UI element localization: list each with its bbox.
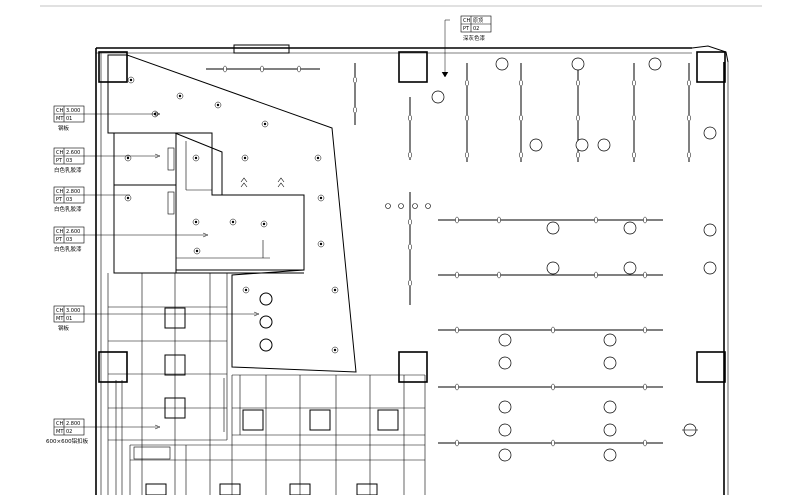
tag-value: 03 — [66, 237, 72, 243]
tag-l5: CH 3.000 MT 01 钢板 — [53, 305, 85, 332]
tag-label: CH — [56, 308, 63, 314]
tag-l3: CH 2.800 PT 03 白色乳胶漆 — [53, 186, 85, 213]
tag-value: 2.600 — [66, 229, 80, 235]
tag-label: CH — [56, 108, 63, 114]
window-frame — [233, 44, 290, 54]
column — [98, 51, 128, 83]
tag-top: CH 原顶 PT 02 深灰色漆 — [460, 15, 492, 42]
tag-note: 钢板 — [58, 324, 70, 332]
tag-label: CH — [56, 189, 63, 195]
tag-l6: CH 2.800 MT 02 600×600铝扣板 — [46, 418, 89, 445]
tag-label: CH — [56, 150, 63, 156]
tag-value: 02 — [66, 429, 72, 435]
tile-ceiling-grid — [107, 273, 426, 495]
column — [696, 351, 726, 383]
tag-label: CH — [56, 421, 63, 427]
inner-rooms — [113, 132, 305, 274]
tag-label: CH — [463, 18, 470, 24]
tag-note: 600×600铝扣板 — [46, 437, 89, 445]
tag-note: 钢板 — [58, 124, 70, 132]
tag-value: 02 — [473, 26, 479, 32]
column — [98, 351, 128, 383]
tag-label: CH — [56, 229, 63, 235]
tag-note: 白色乳胶漆 — [54, 245, 82, 253]
hatched-spotlights — [124, 76, 339, 354]
leader-lines — [84, 19, 450, 430]
outer-wall — [95, 44, 729, 495]
tag-label: MT — [56, 116, 64, 122]
tag-note: 白色乳胶漆 — [54, 166, 82, 174]
tag-value: 2.800 — [66, 421, 80, 427]
tag-value: 01 — [66, 116, 72, 122]
tag-value: 2.800 — [66, 189, 80, 195]
tag-label: PT — [56, 237, 63, 243]
tag-l1: CH 3.000 MT 01 钢板 — [53, 105, 85, 132]
tag-value: 原顶 — [473, 18, 483, 24]
tag-label: PT — [56, 158, 63, 164]
small-spot-row — [385, 203, 698, 431]
tag-label: MT — [56, 429, 64, 435]
column — [696, 51, 726, 83]
tag-label: PT — [56, 197, 63, 203]
tag-value: 01 — [66, 316, 72, 322]
tag-value: 3.000 — [66, 108, 80, 114]
tag-value: 2.600 — [66, 150, 80, 156]
tag-value: 03 — [66, 197, 72, 203]
column — [398, 351, 428, 383]
tag-note: 深灰色漆 — [463, 34, 486, 42]
tag-label: MT — [56, 316, 64, 322]
track-lights — [206, 63, 691, 447]
tag-value: 3.000 — [66, 308, 80, 314]
pendant-lights — [431, 57, 717, 462]
tag-label: PT — [463, 26, 470, 32]
tag-l2: CH 2.600 PT 03 白色乳胶漆 — [53, 147, 85, 174]
steel-ceiling-zone — [107, 54, 357, 373]
tag-l4: CH 2.600 PT 03 白色乳胶漆 — [53, 226, 85, 253]
tag-note: 白色乳胶漆 — [54, 205, 82, 213]
column — [398, 51, 428, 83]
columns — [98, 51, 726, 383]
tag-value: 03 — [66, 158, 72, 164]
